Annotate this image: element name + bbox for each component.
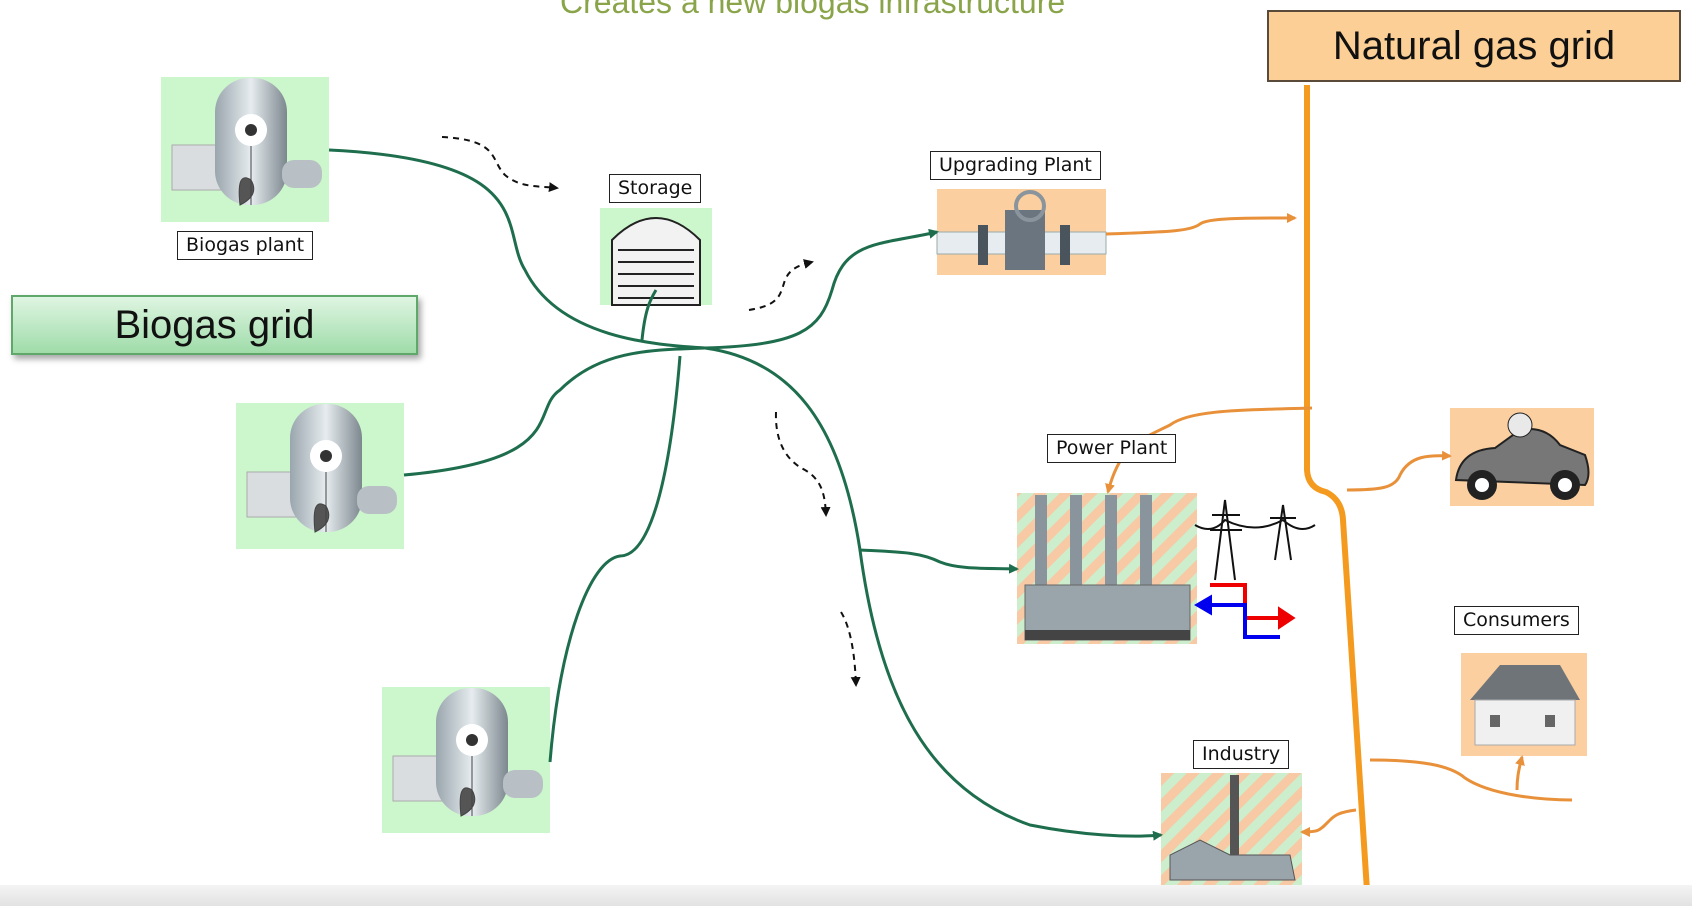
biogas-grid-box: Biogas grid xyxy=(11,295,418,355)
house-icon xyxy=(1461,653,1587,756)
upgrading-plant-label: Upgrading Plant xyxy=(930,151,1101,180)
biogas-plant-label: Biogas plant xyxy=(177,231,314,260)
storage-icon xyxy=(600,208,712,306)
upgrading-plant-icon xyxy=(936,189,1107,275)
natural-gas-grid-box: Natural gas grid xyxy=(1267,10,1681,82)
storage-label: Storage xyxy=(609,174,702,203)
power-plant-icon xyxy=(1017,493,1197,644)
car-icon xyxy=(1450,408,1594,506)
power-lines-icon xyxy=(1194,499,1316,581)
power-plant-label: Power Plant xyxy=(1047,434,1177,463)
diagram-title: Creates a new biogas infrastructure xyxy=(560,0,1066,20)
biogas-grid-label: Biogas grid xyxy=(114,302,315,347)
biogas-pipes xyxy=(328,148,1163,841)
industry-icon xyxy=(1161,773,1302,894)
biogas-plant-1 xyxy=(161,77,329,222)
biogas-plant-3 xyxy=(382,687,550,833)
industry-label: Industry xyxy=(1193,740,1290,769)
consumers-label: Consumers xyxy=(1454,606,1579,635)
natural-gas-grid-label: Natural gas grid xyxy=(1332,23,1616,68)
heat-exchange-icon xyxy=(1194,583,1296,639)
natural-gas-main-line xyxy=(1304,85,1371,907)
flow-arrows xyxy=(441,136,861,687)
biogas-plant-2 xyxy=(236,403,404,549)
footer-band xyxy=(0,885,1692,906)
